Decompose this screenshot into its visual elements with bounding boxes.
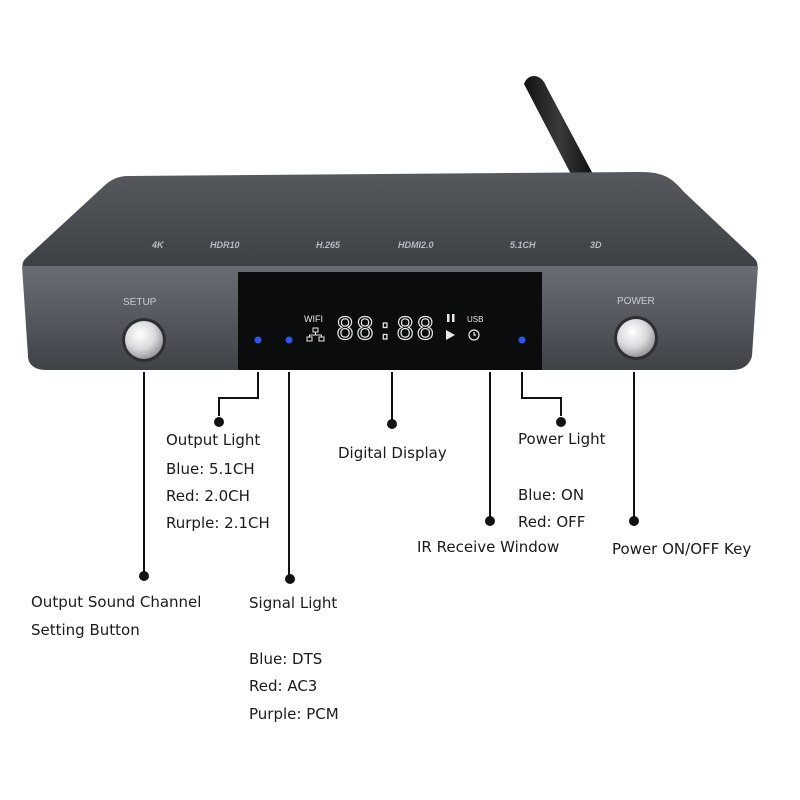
- output-light-title: Output Light: [166, 431, 261, 449]
- signal-light-title: Signal Light: [249, 594, 338, 612]
- power-light-title: Power Light: [518, 430, 606, 448]
- power-light-red: Red: OFF: [518, 513, 586, 531]
- feature-logo: HDR10: [210, 240, 240, 250]
- signal-light-led: [285, 336, 293, 344]
- front-display-window: [238, 272, 542, 370]
- digital-display-digits: 88:88: [336, 312, 436, 347]
- output-light-purple: Rurple: 2.1CH: [166, 514, 270, 532]
- setup-button[interactable]: [122, 318, 166, 362]
- power-button[interactable]: [614, 316, 658, 360]
- output-light-led: [254, 336, 262, 344]
- signal-light-purple: Purple: PCM: [249, 705, 339, 723]
- antenna: [524, 75, 594, 180]
- signal-light-red: Red: AC3: [249, 677, 318, 695]
- play-icon: [446, 330, 455, 340]
- output-light-blue: Blue: 5.1CH: [166, 460, 255, 478]
- top-feature-logos: 4K HDR10 H.265 HDMI2.0 5.1CH 3D: [151, 240, 602, 250]
- setup-label: SETUP: [123, 297, 157, 308]
- output-sound-channel-line1: Output Sound Channel: [31, 593, 202, 611]
- wifi-indicator: WIFI: [304, 314, 323, 324]
- feature-logo: H.265: [316, 240, 341, 250]
- feature-logo: 3D: [590, 240, 602, 250]
- leader-power-light: [521, 372, 562, 416]
- callout-lines: [143, 372, 635, 576]
- feature-logo: 5.1CH: [510, 240, 536, 250]
- power-light-blue: Blue: ON: [518, 486, 585, 504]
- network-icon: [306, 327, 325, 342]
- feature-logo: 4K: [151, 240, 165, 250]
- feature-logo: HDMI2.0: [398, 240, 434, 250]
- output-sound-channel-line2: Setting Button: [31, 621, 140, 639]
- power-key-title: Power ON/OFF Key: [612, 540, 752, 558]
- device-top-surface: [22, 172, 758, 270]
- usb-indicator: USB: [467, 315, 483, 324]
- pause-icon: [447, 314, 455, 322]
- power-label: POWER: [617, 296, 655, 307]
- power-light-led: [518, 336, 526, 344]
- clock-icon: [468, 329, 480, 341]
- output-light-red: Red: 2.0CH: [166, 487, 250, 505]
- callout-dots: [139, 417, 639, 584]
- signal-light-blue: Blue: DTS: [249, 650, 323, 668]
- digital-display-title: Digital Display: [338, 444, 447, 462]
- ir-receive-window-title: IR Receive Window: [417, 538, 560, 556]
- leader-output-light: [218, 372, 259, 416]
